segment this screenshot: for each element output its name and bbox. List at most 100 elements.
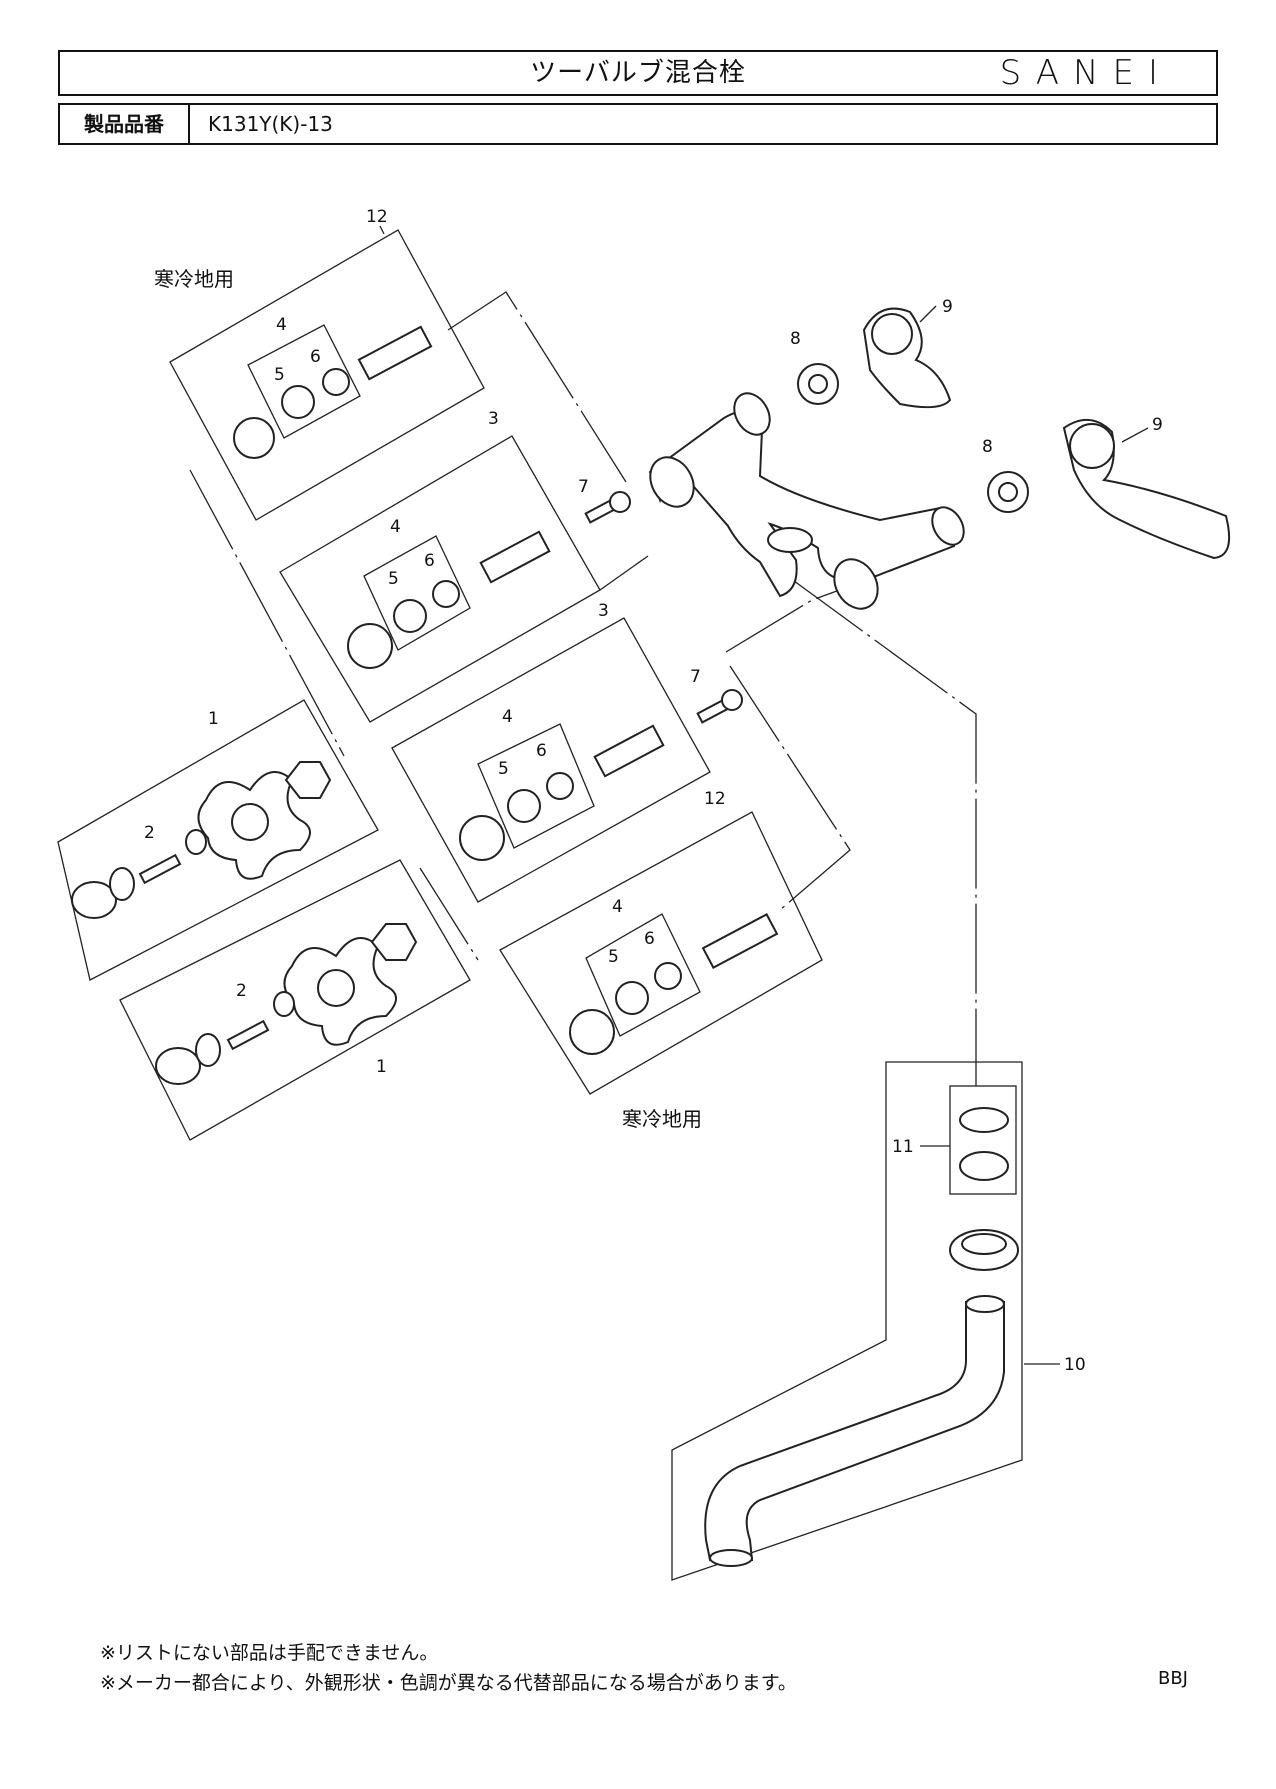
- spout-frame: [671, 1061, 1023, 1581]
- spout-ring-11a: [959, 1107, 1009, 1133]
- group-frame-12-top: [169, 229, 485, 521]
- link-12-body: [447, 291, 627, 483]
- washer-6-a: [322, 368, 350, 396]
- inner-frame-4b: [363, 535, 471, 651]
- hex-nut-top: [284, 761, 332, 799]
- handle-1-bottom-hub: [317, 969, 355, 1007]
- screw-7-bottom-head: [721, 689, 743, 711]
- callout-5-b: 5: [388, 569, 399, 589]
- callout-5-d: 5: [608, 947, 619, 967]
- callout-8-bottom: 8: [982, 437, 993, 457]
- washer-2-top: [185, 829, 207, 855]
- spindle-12-bottom: [701, 913, 779, 969]
- hex-nut-bottom: [370, 923, 418, 961]
- callout-9-bottom: 9: [1152, 415, 1163, 435]
- callout-6-a: 6: [310, 347, 321, 367]
- callout-4-a: 4: [276, 315, 287, 335]
- body-port-left: [649, 456, 695, 508]
- inner-frame-4d: [585, 913, 701, 1037]
- callout-5-c: 5: [498, 759, 509, 779]
- washer-8-bottom-hole: [998, 482, 1018, 502]
- title-bar: ツーバルブ混合栓 SANEI: [58, 50, 1218, 96]
- eccentric-leg-9-bottom-ring: [1069, 423, 1115, 469]
- callout-6-c: 6: [536, 741, 547, 761]
- footer-notes: ※リストにない部品は手配できません。 ※メーカー都合により、外観形状・色調が異な…: [100, 1638, 797, 1698]
- leader-9a: [919, 305, 937, 323]
- spout-pipe-10: [704, 1301, 1005, 1561]
- spindle-3-bottom: [593, 724, 665, 778]
- spout-top-opening: [965, 1295, 1005, 1313]
- product-title: ツーバルブ混合栓: [530, 58, 746, 88]
- washer-8-top-hole: [808, 374, 828, 394]
- handle-1-top-hub: [231, 803, 269, 841]
- note-substitute-parts: ※メーカー都合により、外観形状・色調が異なる代替部品になる場合があります。: [100, 1672, 797, 1694]
- eccentric-leg-9-top-ring: [871, 313, 913, 355]
- callout-8-top: 8: [790, 329, 801, 349]
- o-ring-top: [109, 867, 135, 901]
- callout-9-top: 9: [942, 297, 953, 317]
- group-frame-12-bottom: [499, 811, 823, 1095]
- spindle-3-top: [479, 530, 551, 584]
- screw-2-top: [138, 853, 182, 885]
- callout-2-top: 2: [144, 823, 155, 843]
- callout-4-c: 4: [502, 707, 513, 727]
- index-cap-top: [71, 881, 117, 919]
- spindle-12-top: [357, 325, 433, 381]
- faucet-body: [648, 409, 957, 598]
- index-cap-bottom: [155, 1047, 201, 1085]
- cold-region-label-bottom: 寒冷地用: [622, 1107, 702, 1131]
- callout-6-d: 6: [644, 929, 655, 949]
- callout-7-top: 7: [578, 477, 589, 497]
- screw-7-top-head: [609, 491, 631, 513]
- washer-6-b: [432, 580, 460, 608]
- link-frames-left: [189, 469, 345, 757]
- inner-frame-11: [949, 1085, 1017, 1195]
- group-frame-1-bottom: [119, 859, 471, 1141]
- cap-nut-12-top: [233, 417, 275, 459]
- part-number-value: K131Y(K)-13: [208, 112, 333, 136]
- callout-3-top: 3: [488, 409, 499, 429]
- cap-nut-12-bottom: [569, 1009, 615, 1055]
- body-port-outlet: [767, 527, 813, 553]
- callout-4-b: 4: [390, 517, 401, 537]
- brand-logo: SANEI: [999, 53, 1172, 93]
- callout-12-top: 12: [366, 207, 388, 227]
- body-port-right: [833, 558, 879, 610]
- spout-tip: [709, 1549, 753, 1567]
- link-bottom-body: [729, 665, 851, 911]
- callout-2-bottom: 2: [236, 981, 247, 1001]
- document-code: BBJ: [1157, 1668, 1188, 1689]
- link-lower-frames: [419, 867, 479, 961]
- body-port-rt: [931, 506, 965, 546]
- link-right-body: [725, 583, 857, 653]
- callout-6-b: 6: [424, 551, 435, 571]
- spout-ring-11b: [959, 1151, 1009, 1181]
- inner-frame-4a: [247, 324, 361, 439]
- callout-12-bottom: 12: [704, 789, 726, 809]
- callout-11: 11: [892, 1137, 914, 1157]
- body-port-top: [733, 392, 771, 436]
- callout-5-a: 5: [274, 365, 285, 385]
- cold-region-label-top: 寒冷地用: [154, 267, 234, 291]
- washer-5-b: [393, 599, 427, 633]
- callout-1-top: 1: [208, 709, 219, 729]
- callout-4-d: 4: [612, 897, 623, 917]
- callout-3-bottom: 3: [598, 601, 609, 621]
- cap-nut-3-top: [347, 623, 393, 669]
- washer-6-c: [546, 772, 574, 800]
- o-ring-bottom: [195, 1033, 221, 1067]
- note-unlisted-parts: ※リストにない部品は手配できません。: [100, 1642, 439, 1664]
- part-number-bar: 製品品番 K131Y(K)-13: [58, 103, 1218, 145]
- link-3-body: [599, 555, 649, 591]
- washer-6-d: [654, 962, 682, 990]
- washer-5-d: [615, 981, 649, 1015]
- cap-nut-3-bottom: [459, 815, 505, 861]
- part-number-label: 製品品番: [60, 105, 190, 143]
- callout-1-bottom: 1: [376, 1057, 387, 1077]
- leader-9b: [1121, 427, 1149, 443]
- group-frame-1-top: [57, 699, 379, 981]
- callout-10: 10: [1064, 1355, 1086, 1375]
- spout-nut-inner: [961, 1233, 1007, 1255]
- screw-2-bottom: [226, 1019, 270, 1051]
